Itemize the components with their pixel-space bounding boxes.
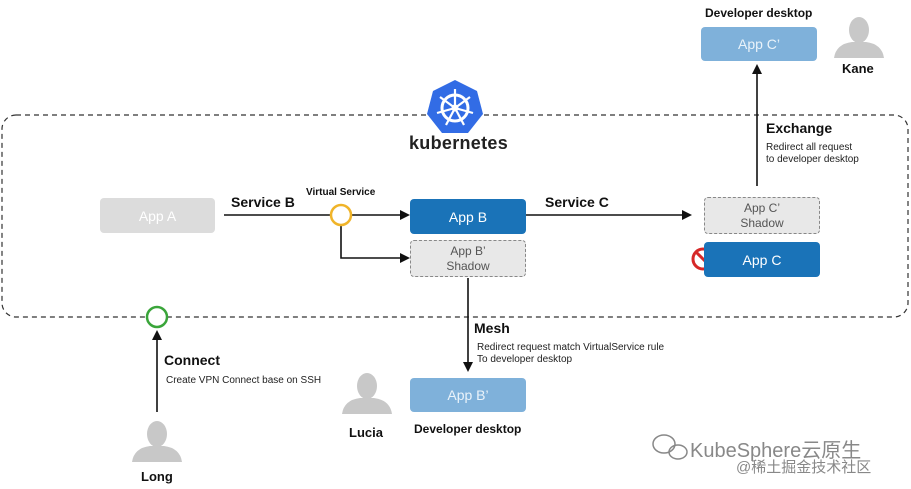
app-b-shadow-subtitle: Shadow [446, 258, 490, 273]
connect-node [145, 305, 169, 329]
cluster-boundary [1, 114, 909, 318]
connect-title: Connect [164, 352, 220, 368]
app-c-prime-dev-box: App C’ [701, 27, 817, 61]
lucia-name: Lucia [349, 425, 383, 440]
connect-desc: Create VPN Connect base on SSH [166, 375, 322, 386]
mesh-title: Mesh [474, 320, 510, 336]
exchange-desc-line1: Redirect all request [766, 142, 853, 153]
app-c-box: App C [704, 242, 820, 277]
watermark-source: @稀土掘金技术社区 [736, 459, 872, 476]
app-b-box: App B [410, 199, 526, 234]
vs-to-app-b-shadow-arrow [340, 226, 410, 263]
virtual-service-label: Virtual Service [306, 187, 376, 198]
watermark-brand: KubeSphere云原生 [690, 440, 862, 462]
virtual-service-node [329, 203, 353, 227]
long-name: Long [141, 469, 173, 484]
app-b-prime-dev-box: App B’ [410, 378, 526, 412]
kubernetes-wordmark: kubernetes [409, 133, 509, 153]
kane-name: Kane [842, 61, 874, 76]
app-b-shadow-box: App B’ Shadow [410, 240, 526, 277]
app-b-shadow-title: App B’ [450, 243, 486, 258]
app-a-box: App A [100, 198, 215, 233]
mesh-desc-line2: To developer desktop [477, 354, 573, 365]
dev-desktop-top-label: Developer desktop [705, 6, 813, 20]
service-c-label: Service C [545, 194, 609, 210]
app-c-shadow-box: App C’ Shadow [704, 197, 820, 234]
person-icon-kane [834, 17, 884, 58]
person-icon-long [132, 421, 182, 462]
app-c-shadow-subtitle: Shadow [740, 215, 784, 230]
person-icon-lucia [342, 373, 392, 414]
mesh-desc-line1: Redirect request match VirtualService ru… [477, 342, 665, 353]
kubernetes-logo-icon [427, 80, 483, 133]
exchange-title: Exchange [766, 120, 833, 136]
app-c-shadow-title: App C’ [743, 200, 781, 215]
wechat-icon [652, 434, 688, 460]
service-b-label: Service B [231, 194, 295, 210]
dev-desktop-bottom-label: Developer desktop [414, 422, 522, 436]
exchange-desc-line2: to developer desktop [766, 154, 859, 165]
